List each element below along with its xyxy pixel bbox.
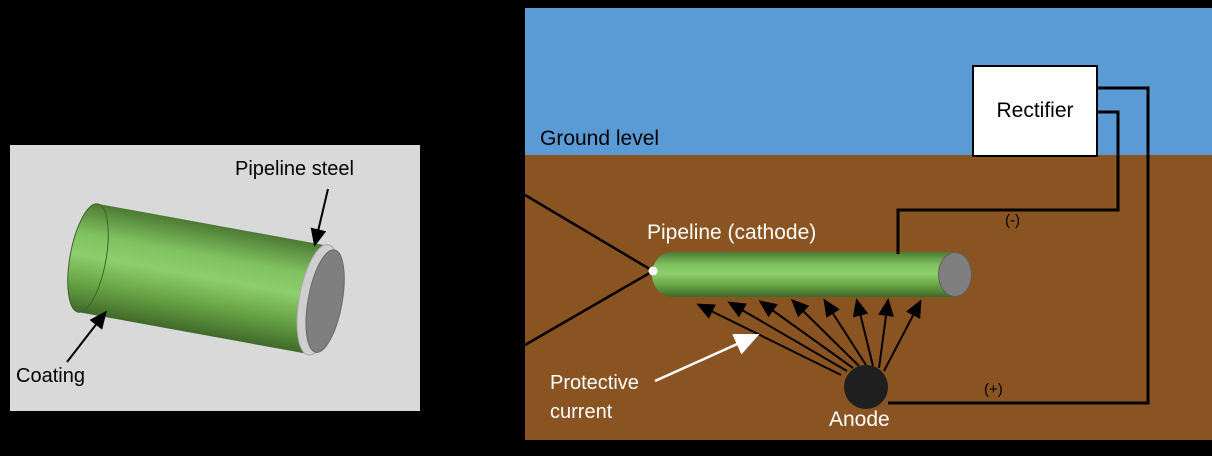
rectifier-box: Rectifier [972, 65, 1098, 157]
protective-current-label: Protective current [550, 372, 639, 423]
rectifier-label: Rectifier [996, 99, 1074, 122]
anode-label: Anode [829, 408, 890, 431]
pipe-cross-section-inset: Pipeline steel Coating [10, 145, 420, 411]
negative-terminal-label: (-) [1005, 212, 1020, 229]
pipeline-end-cap [938, 252, 972, 297]
pipeline-steel-label: Pipeline steel [235, 158, 354, 180]
pipe-3d-illustration [66, 188, 345, 363]
ground-level-label: Ground level [540, 127, 660, 150]
pipeline-steel-arrow [310, 188, 329, 247]
positive-terminal-label: (+) [984, 381, 1003, 398]
pipe-left-end [67, 203, 109, 313]
pipeline-cathode-label: Pipeline (cathode) [647, 221, 817, 244]
coating-label: Coating [16, 365, 85, 387]
steel-face [305, 249, 345, 353]
coating-pointer-arrow [66, 310, 107, 363]
cathodic-protection-diagram: Rectifier [525, 8, 1212, 440]
pipeline-cathode [652, 252, 972, 297]
coated-pipe-cylinder [67, 203, 345, 356]
pipe-body [78, 203, 329, 354]
